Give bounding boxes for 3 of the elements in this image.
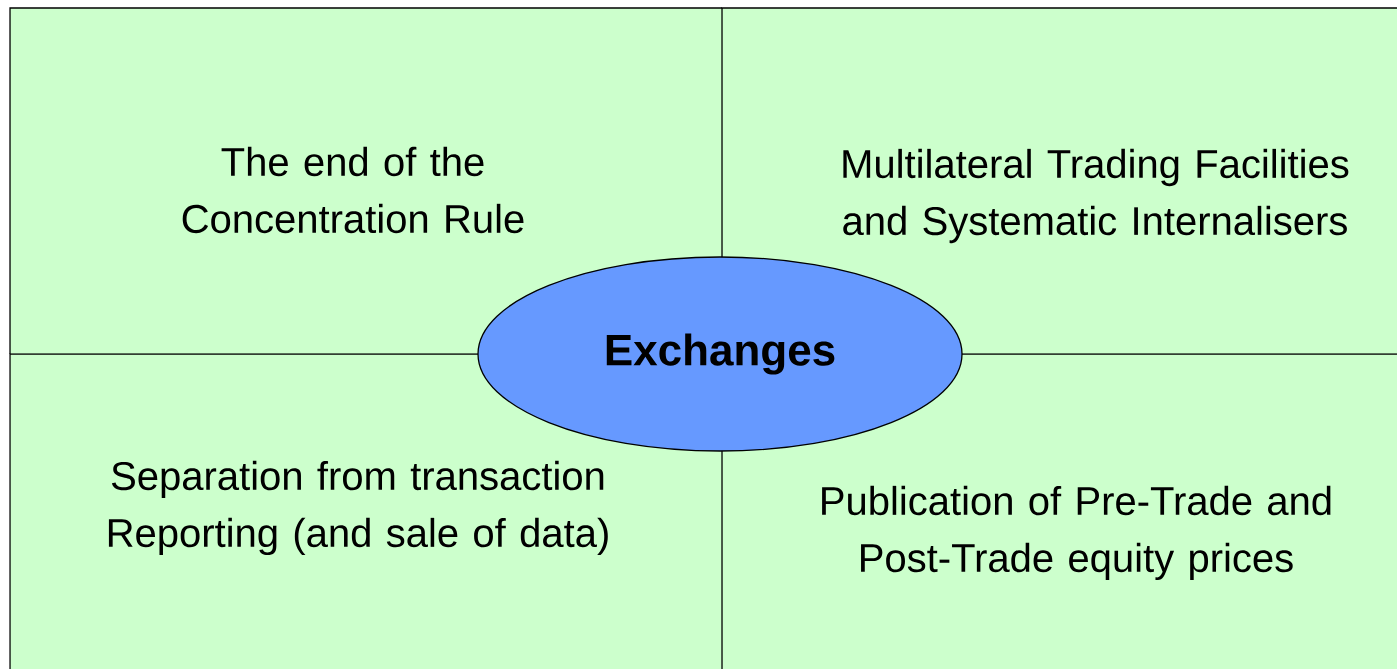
node-label: The end of the Concentration Rule bbox=[182, 146, 524, 234]
node-label: Separation from transaction Reporting (and sale of data) bbox=[108, 460, 608, 556]
node-label: Multilateral Trading Facilities and Systematic Internalisers bbox=[843, 148, 1349, 244]
